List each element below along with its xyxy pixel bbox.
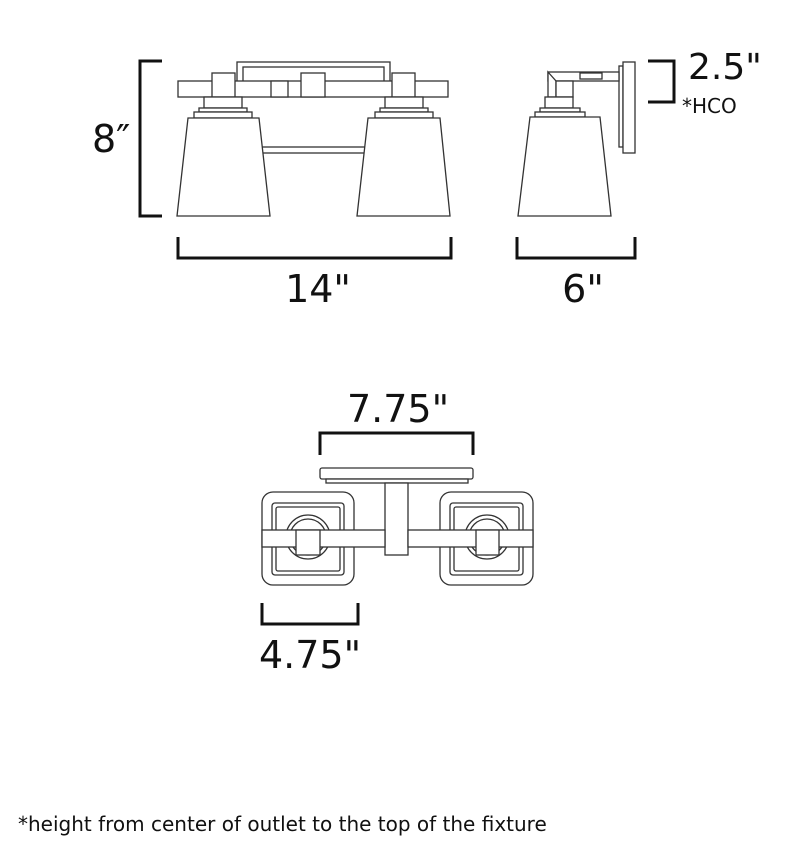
width-label: 14" xyxy=(285,267,351,311)
hco-label: *HCO xyxy=(682,94,737,118)
hco-bracket xyxy=(648,59,676,104)
right-shade xyxy=(356,117,451,217)
extension-label: 6" xyxy=(562,267,604,311)
side-view: 2.5" *HCO 6" xyxy=(515,47,762,311)
width-bracket xyxy=(176,237,453,260)
front-fixture xyxy=(176,61,451,217)
hco-value: 2.5" xyxy=(688,47,762,88)
top-view: 7.75" 4.75" xyxy=(259,387,534,677)
extension-bracket xyxy=(515,237,637,260)
side-shade xyxy=(517,116,612,217)
height-bracket xyxy=(138,59,162,218)
front-view: 8″ 14" xyxy=(92,59,453,311)
shade-width-label: 4.75" xyxy=(259,633,361,677)
shade-width-bracket xyxy=(260,603,360,626)
backplate-label: 7.75" xyxy=(347,387,449,431)
height-label: 8″ xyxy=(92,117,130,161)
left-shade xyxy=(176,117,271,217)
backplate-bracket xyxy=(318,431,475,455)
footnote: *height from center of outlet to the top… xyxy=(18,812,547,836)
